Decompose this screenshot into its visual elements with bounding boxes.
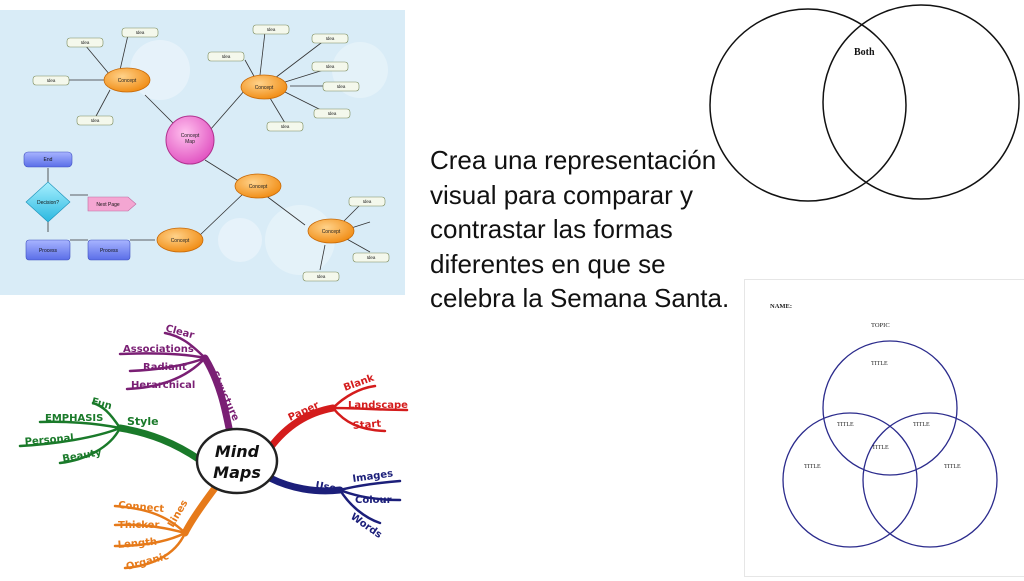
idea-label: Idea xyxy=(222,54,231,59)
leaf-personal: Personal xyxy=(24,433,74,448)
end-label: End xyxy=(44,157,53,163)
idea-label: Idea xyxy=(267,27,276,32)
mind-map-center-line2: Maps xyxy=(213,463,261,482)
venn-top-circle xyxy=(822,340,958,476)
prompt-text: Crea una representación visual para comp… xyxy=(430,145,730,313)
idea-label: Idea xyxy=(326,64,335,69)
concept-node: Concept xyxy=(234,173,282,199)
lines-branch xyxy=(113,484,219,570)
concept-label: Concept xyxy=(171,238,190,244)
title-labels: TITLE TITLE TITLE TITLE TITLE TITLE xyxy=(804,361,961,470)
process-label: Process xyxy=(100,248,119,254)
venn-left-circle xyxy=(782,412,918,548)
idea-label: Idea xyxy=(91,118,100,123)
decision-node: Decision? xyxy=(25,181,71,223)
end-node: End xyxy=(23,151,73,168)
decision-label: Decision? xyxy=(37,200,59,206)
idea-label: Idea xyxy=(317,274,326,279)
style-branch xyxy=(18,401,204,465)
idea-label: Idea xyxy=(367,255,376,260)
leaf-connect: Connect xyxy=(118,500,165,515)
concept-label: Concept xyxy=(249,184,268,190)
next-page-label: Next Page xyxy=(96,202,120,208)
leaf-start: Start xyxy=(352,419,382,432)
mind-map-center: Mind Maps xyxy=(195,427,279,495)
paper-branch xyxy=(266,384,409,452)
concept-node: Concept xyxy=(103,67,151,93)
idea-label: Idea xyxy=(328,111,337,116)
style-label: Style xyxy=(127,415,159,428)
title-label-center: TITLE xyxy=(872,445,889,451)
concept-map-diagram: Concept Map Concept Concept Concept Conc… xyxy=(23,24,390,282)
leaf-landscape: Landscape xyxy=(348,400,408,411)
title-label-left-overlap: TITLE xyxy=(837,422,854,428)
concept-label: Concept xyxy=(118,78,137,84)
concept-node: Concept xyxy=(240,74,288,100)
leaf-thicker: Thicker xyxy=(118,520,159,531)
process-node: Process xyxy=(25,239,71,261)
venn-two-diagram: Both xyxy=(709,4,1020,202)
venn-right-circle xyxy=(862,412,998,548)
idea-label: Idea xyxy=(136,30,145,35)
leaf-radiant: Radiant xyxy=(143,362,187,373)
concept-node: Concept xyxy=(307,218,355,244)
concept-center-node: Concept Map xyxy=(165,115,215,165)
idea-label: Idea xyxy=(47,78,56,83)
idea-label: Idea xyxy=(281,124,290,129)
leaf-fun: Fun xyxy=(90,396,113,412)
process-label: Process xyxy=(39,248,58,254)
concept-label: Concept xyxy=(322,229,341,235)
mind-map-image: Mind Maps Structure Style Lines Use Pape… xyxy=(15,318,415,576)
venn-two-circle: Both xyxy=(705,0,1024,210)
name-label: NAME: xyxy=(770,303,792,310)
use-branch xyxy=(266,474,402,525)
leaf-beauty: Beauty xyxy=(62,447,103,465)
leaf-associations: Associations xyxy=(123,344,194,355)
venn-overlap-label: Both xyxy=(854,47,875,58)
concept-node: Concept xyxy=(156,227,204,253)
use-label: Use xyxy=(314,480,337,494)
concept-center-line1: Concept xyxy=(181,133,200,139)
venn-three-circle: NAME: TOPIC TITLE TITLE TITLE TITLE TITL… xyxy=(745,280,1024,576)
title-label-right: TITLE xyxy=(944,464,961,470)
topic-label: TOPIC xyxy=(871,322,890,329)
idea-label: Idea xyxy=(81,40,90,45)
concept-map-image: Concept Map Concept Concept Concept Conc… xyxy=(0,10,405,295)
title-label-top: TITLE xyxy=(871,361,888,367)
mind-map-center-line1: Mind xyxy=(215,442,260,461)
title-label-right-overlap: TITLE xyxy=(913,422,930,428)
concept-label: Concept xyxy=(255,85,274,91)
venn-right-circle xyxy=(822,4,1020,200)
structure-branch xyxy=(118,331,234,437)
title-label-left: TITLE xyxy=(804,464,821,470)
venn-left-circle xyxy=(709,8,907,202)
leaf-colour: Colour xyxy=(355,495,392,506)
idea-boxes xyxy=(32,24,390,282)
bg-bubble xyxy=(218,218,262,262)
leaf-organic: Organic xyxy=(125,551,170,573)
process-node: Process xyxy=(87,239,131,261)
idea-label: Idea xyxy=(363,199,372,204)
venn-three-diagram: NAME: TOPIC TITLE TITLE TITLE TITLE TITL… xyxy=(770,303,998,548)
leaf-length: Length xyxy=(117,537,157,551)
mind-map-diagram: Mind Maps Structure Style Lines Use Pape… xyxy=(18,323,409,573)
next-page-node: Next Page xyxy=(87,196,137,212)
idea-labels: Idea Idea Idea Idea Idea Idea Idea Idea … xyxy=(47,27,376,279)
leaf-herarchical: Herarchical xyxy=(131,380,195,391)
idea-label: Idea xyxy=(326,36,335,41)
concept-center-line2: Map xyxy=(185,139,195,145)
leaf-emphasis: EMPHASIS xyxy=(45,413,103,424)
idea-label: Idea xyxy=(337,84,346,89)
